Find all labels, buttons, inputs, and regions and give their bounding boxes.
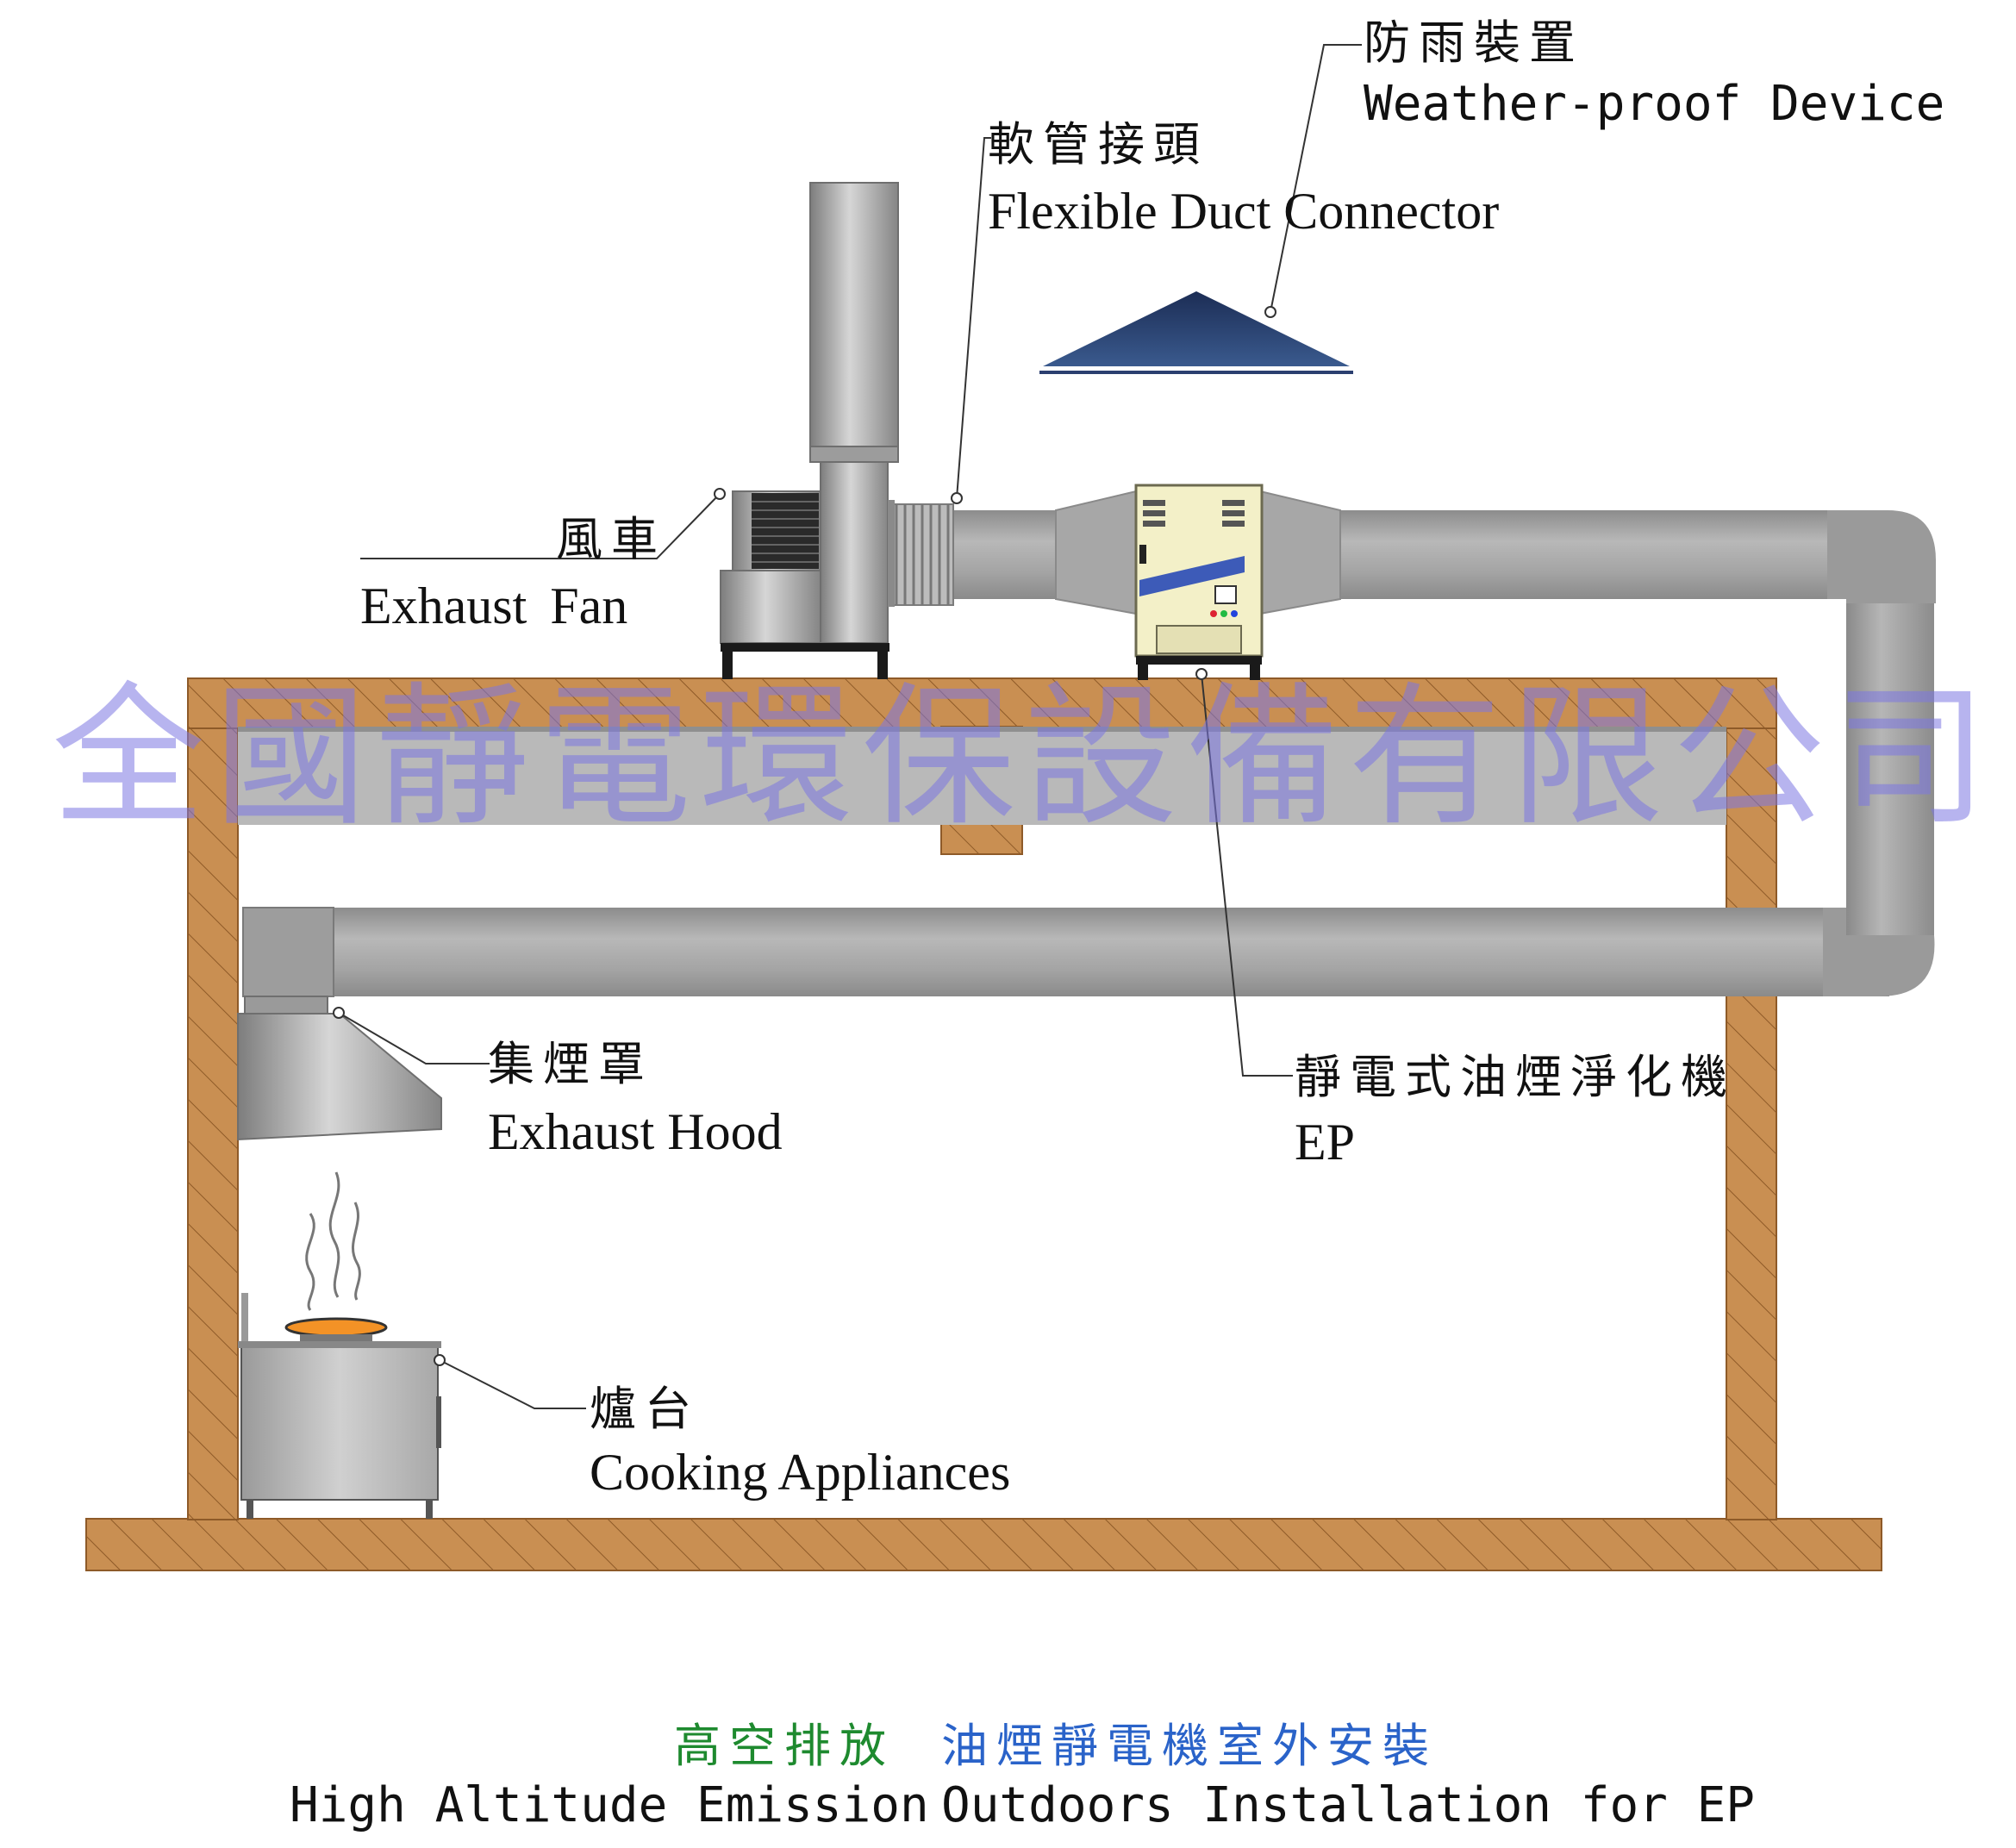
building-structure (85, 677, 1882, 1571)
exhaust-hood-unit (237, 996, 442, 1141)
flexible-label-zh: 軟管接頭 (988, 117, 1208, 172)
ep-stand-leg-left (1138, 665, 1148, 680)
smoke-wisp-2 (328, 1171, 340, 1298)
ep-light-red (1210, 610, 1217, 617)
ep-brand-band (1139, 556, 1245, 596)
stove-backsplash (241, 1293, 248, 1345)
ep-light-blue (1231, 610, 1238, 617)
floor-slab (85, 1518, 1882, 1571)
weatherproof-cap-rim (1039, 371, 1353, 374)
leader-ep (1201, 673, 1293, 1077)
leader-cooking (439, 1359, 586, 1409)
ep-label-en: EP (1295, 1114, 1356, 1171)
ep-panel-left (1143, 500, 1165, 506)
fan-outlet-plate (888, 500, 895, 607)
dot-hood (333, 1007, 345, 1019)
dot-flexible (951, 492, 963, 504)
leader-dots (333, 306, 1276, 1366)
fan-label-en: Exhaust Fan (360, 578, 628, 634)
wok (284, 1317, 388, 1338)
left-wall (187, 677, 239, 1520)
caption-zh-high-altitude: 高空排放 (674, 1719, 895, 1773)
flexible-connector (887, 503, 954, 606)
hood-neck (244, 996, 328, 1015)
ep-handle (1139, 545, 1146, 564)
leader-weatherproof (1270, 44, 1362, 313)
motor-base (720, 570, 821, 644)
ceiling-band (238, 728, 1726, 825)
fan-housing (820, 461, 889, 644)
ep-light-green (1220, 610, 1227, 617)
ep-unit (1134, 484, 1264, 680)
hood-label-en: Exhaust Hood (488, 1103, 783, 1160)
ep-indicator-box (1214, 585, 1237, 604)
weatherproof-label-zh: 防雨裝置 (1364, 16, 1584, 70)
exhaust-stack (809, 182, 899, 459)
fan-stand-leg-left (722, 652, 733, 679)
indoor-duct (243, 908, 1889, 996)
motor-fins (752, 501, 819, 563)
cooking-appliance (238, 1171, 441, 1519)
stove-leg-left (247, 1500, 253, 1519)
ep-panel-right-3 (1222, 521, 1245, 527)
indoor-duct-collar (242, 907, 334, 997)
smoke-wisp-1 (305, 1213, 315, 1311)
wok-ring (300, 1334, 372, 1343)
leader-fan (360, 493, 721, 559)
fan-label-zh: 風車 (556, 512, 666, 566)
leader-hood (338, 1012, 490, 1064)
ep-panel-left-3 (1143, 521, 1165, 527)
ep-panel-left-2 (1143, 510, 1165, 516)
dot-fan (714, 488, 726, 500)
fan-stand-leg-right (877, 652, 888, 679)
lower-elbow (1823, 908, 1935, 996)
weatherproof-label-en: Weather-proof Device (1364, 76, 1945, 132)
ceiling-band-shadow (238, 727, 1726, 732)
upper-elbow (1827, 510, 1936, 603)
bellows-ribs (895, 504, 950, 605)
ep-stand-top (1136, 656, 1262, 665)
caption-zh-outdoor-install: 油煙靜電機室外安裝 (941, 1719, 1438, 1773)
duct-network (242, 490, 1936, 997)
roof-slab (187, 677, 1777, 729)
caption-en-outdoor-install: Outdoors Installation for EP (941, 1777, 1756, 1833)
fan-stand-top (721, 643, 889, 652)
leader-lines (338, 44, 1362, 1409)
ep-outlet-transition (1259, 490, 1341, 615)
stack-collar (809, 446, 899, 463)
flexible-label-en: Flexible Duct Connector (988, 183, 1500, 240)
dot-cooking (434, 1354, 446, 1366)
motor-grille (752, 493, 819, 569)
ep-panel-right-2 (1222, 510, 1245, 516)
dot-ep (1195, 668, 1208, 680)
ep-stand-leg-right (1250, 665, 1260, 680)
hood-body (237, 1013, 442, 1141)
caption-en-high-altitude: High Altitude Emission (290, 1777, 929, 1833)
ep-label-zh: 靜電式油煙淨化機 (1295, 1050, 1736, 1104)
vertical-riser (1846, 565, 1934, 935)
smoke-wisp-3 (352, 1202, 361, 1301)
stove-leg-right (426, 1500, 433, 1519)
stove-body (240, 1344, 439, 1501)
ep-panel-right (1222, 500, 1245, 506)
exhaust-fan-unit (720, 182, 899, 679)
cooking-label-zh: 爐台 (590, 1382, 700, 1436)
leader-flexible (956, 137, 991, 499)
stove-top-edge (238, 1341, 441, 1348)
stove-side-handle (436, 1396, 441, 1448)
weatherproof-cap-cone (1043, 291, 1350, 366)
dot-weatherproof (1264, 306, 1276, 318)
hood-label-zh: 集煙罩 (488, 1037, 653, 1091)
weatherproof-cap (1039, 291, 1353, 374)
cooking-label-en: Cooking Appliances (590, 1444, 1011, 1501)
ep-inlet-transition (1055, 490, 1137, 615)
ep-drawer (1156, 625, 1242, 654)
